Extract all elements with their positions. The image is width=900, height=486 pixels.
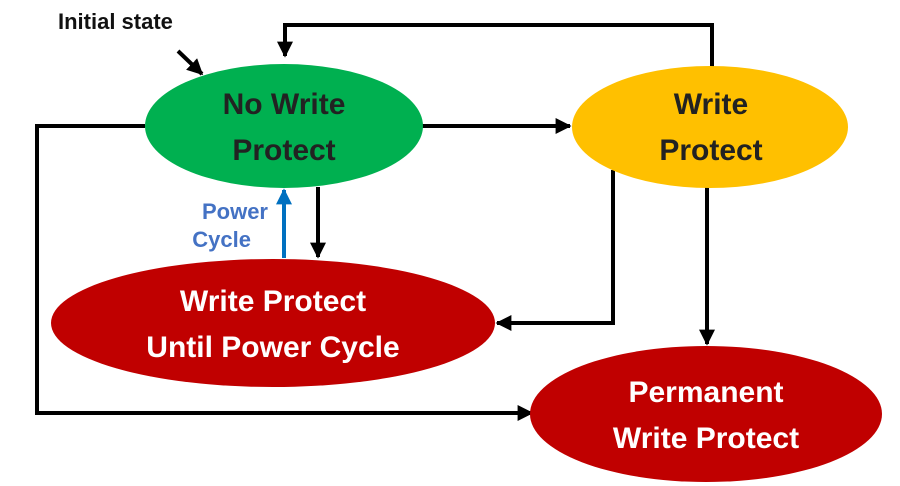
state-write-protect-until-power-cycle bbox=[51, 259, 495, 387]
state-permanent-line2: Write Protect bbox=[613, 422, 799, 455]
state-no-write-protect-line1: No Write bbox=[223, 88, 346, 121]
state-permanent-line1: Permanent bbox=[628, 376, 783, 409]
arrow-no-write-protect-to-permanent bbox=[35, 124, 534, 421]
initial-state-label: Initial state bbox=[58, 9, 173, 34]
initial-state-arrow bbox=[176, 49, 204, 76]
state-no-write-protect-line2: Protect bbox=[232, 134, 335, 167]
state-until-power-cycle-line1: Write Protect bbox=[180, 285, 366, 318]
power-cycle-label-line2: Cycle bbox=[192, 227, 251, 252]
state-until-power-cycle-line2: Until Power Cycle bbox=[146, 331, 399, 364]
arrow-write-protect-to-until-power-cycle bbox=[495, 170, 615, 331]
arrow-write-protect-to-no-write-protect bbox=[277, 23, 714, 70]
state-write-protect-line1: Write bbox=[674, 88, 748, 121]
state-no-write-protect bbox=[145, 64, 423, 188]
state-write-protect bbox=[572, 66, 848, 188]
power-cycle-label-line1: Power bbox=[202, 199, 268, 224]
state-permanent-write-protect bbox=[530, 346, 882, 482]
state-write-protect-line2: Protect bbox=[659, 134, 762, 167]
